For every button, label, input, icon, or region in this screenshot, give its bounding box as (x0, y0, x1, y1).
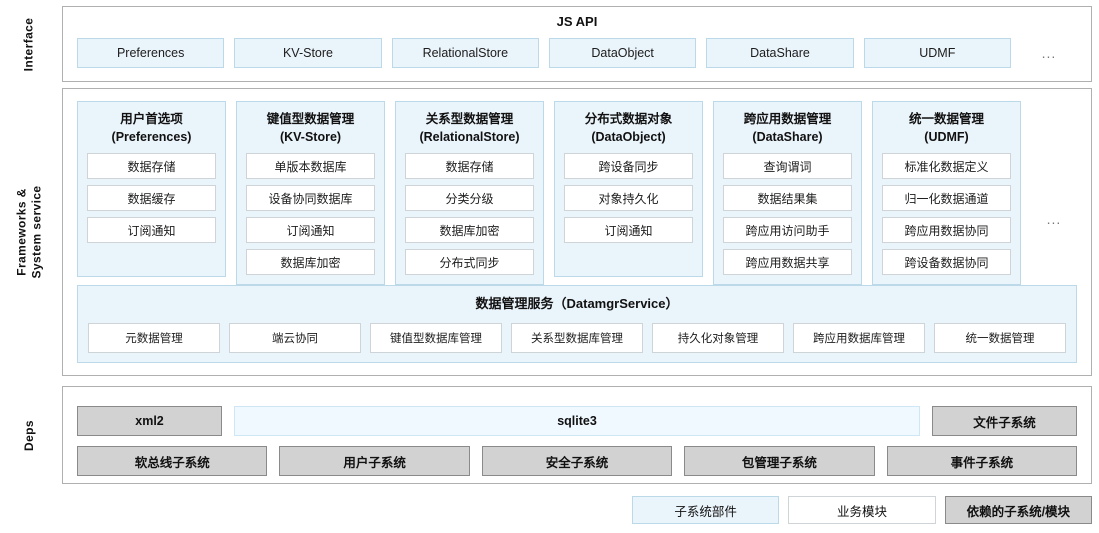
framework-column-title: 统一数据管理 (UDMF) (882, 110, 1011, 146)
framework-column-preferences: 用户首选项 (Preferences) 数据存储数据缓存订阅通知 (77, 101, 226, 277)
framework-column-title: 分布式数据对象 (DataObject) (564, 110, 693, 146)
framework-column-title: 键值型数据管理 (KV-Store) (246, 110, 375, 146)
framework-item[interactable]: 分布式同步 (405, 249, 534, 276)
js-api-udmf[interactable]: UDMF (863, 38, 1011, 68)
framework-column-title-en: (Preferences) (111, 130, 192, 145)
js-api-title: JS API (556, 14, 598, 29)
framework-item[interactable]: 数据库加密 (405, 217, 534, 244)
framework-column-relationalstore: 关系型数据管理 (RelationalStore) 数据存储分类分级数据库加密分布式… (395, 101, 544, 286)
datamgr-service-container: 数据管理服务（DatamgrService） 元数据管理端云协同键值型数据库管理… (77, 285, 1077, 363)
dep-box[interactable]: 安全子系统 (481, 446, 673, 476)
band-label-deps-text: Deps (21, 419, 36, 451)
datamgr-service-item[interactable]: 持久化对象管理 (652, 323, 784, 353)
datamgr-service-item[interactable]: 关系型数据库管理 (511, 323, 643, 353)
js-api-relationalstore[interactable]: RelationalStore (391, 38, 539, 68)
framework-item[interactable]: 归一化数据通道 (882, 185, 1011, 212)
framework-item[interactable]: 订阅通知 (246, 217, 375, 244)
framework-item[interactable]: 单版本数据库 (246, 153, 375, 180)
dep-box[interactable]: 文件子系统 (932, 406, 1077, 436)
framework-column-title-en: (RelationalStore) (419, 130, 520, 145)
framework-item[interactable]: 跨应用数据共享 (723, 249, 852, 276)
datamgr-service-item-list: 元数据管理端云协同键值型数据库管理关系型数据库管理持久化对象管理跨应用数据库管理… (88, 322, 1066, 354)
framework-column-datashare: 跨应用数据管理 (DataShare) 查询谓词数据结果集跨应用访问助手跨应用数据共… (713, 101, 862, 286)
framework-column-title-cn: 统一数据管理 (908, 112, 984, 126)
interface-section: JS API Preferences KV-Store RelationalStor… (62, 6, 1092, 82)
framework-column-title-cn: 用户首选项 (120, 112, 183, 126)
framework-item[interactable]: 数据库加密 (246, 249, 375, 276)
js-api-datashare[interactable]: DataShare (706, 38, 854, 68)
datamgr-service-item[interactable]: 跨应用数据库管理 (793, 323, 925, 353)
dep-box[interactable]: 事件子系统 (886, 446, 1078, 476)
deps-row-2: 软总线子系统用户子系统安全子系统包管理子系统事件子系统 (77, 446, 1078, 476)
framework-column-title: 用户首选项 (Preferences) (87, 110, 216, 146)
band-label-framework: Frameworks &System service (0, 88, 58, 376)
framework-column-dataobject: 分布式数据对象 (DataObject) 跨设备同步对象持久化订阅通知 (554, 101, 703, 277)
framework-column-title: 关系型数据管理 (RelationalStore) (405, 110, 534, 146)
legend-item-dep: 依赖的子系统/模块 (944, 496, 1092, 524)
framework-column-udmf: 统一数据管理 (UDMF) 标准化数据定义归一化数据通道跨应用数据协同跨设备数据协同 (872, 101, 1021, 286)
framework-column-kv-store: 键值型数据管理 (KV-Store) 单版本数据库设备协同数据库订阅通知数据库加密 (236, 101, 385, 286)
deps-section: xml2 sqlite3 文件子系统 软总线子系统用户子系统安全子系统包管理子系统事… (62, 386, 1092, 484)
framework-column-title-cn: 键值型数据管理 (266, 112, 355, 126)
deps-row-1: xml2 sqlite3 文件子系统 (77, 406, 1077, 436)
datamgr-service-title: 数据管理服务（DatamgrService） (475, 296, 679, 311)
dep-box[interactable]: 包管理子系统 (684, 446, 875, 476)
js-api-list: Preferences KV-Store RelationalStore DataOb… (77, 37, 1077, 69)
datamgr-service-item[interactable]: 统一数据管理 (934, 323, 1066, 353)
js-api-preferences[interactable]: Preferences (77, 38, 225, 68)
band-label-framework-text: Frameworks &System service (14, 186, 44, 279)
framework-column-title: 跨应用数据管理 (DataShare) (723, 110, 852, 146)
band-label-interface-text: Interface (21, 17, 36, 71)
datamgr-service-item[interactable]: 端云协同 (229, 323, 361, 353)
band-label-framework-line2: System service (29, 185, 43, 279)
framework-item[interactable]: 标准化数据定义 (882, 153, 1011, 180)
framework-item[interactable]: 查询谓词 (723, 153, 852, 180)
band-label-framework-line1: Frameworks & (14, 188, 28, 276)
framework-item[interactable]: 订阅通知 (87, 217, 216, 244)
framework-item[interactable]: 数据存储 (405, 153, 534, 180)
framework-item[interactable]: 设备协同数据库 (246, 185, 375, 212)
framework-item[interactable]: 订阅通知 (564, 217, 693, 244)
framework-item[interactable]: 跨应用数据协同 (882, 217, 1011, 244)
band-label-interface: Interface (0, 6, 58, 82)
datamgr-service-item[interactable]: 键值型数据库管理 (370, 323, 502, 353)
legend-item-business: 业务模块 (788, 496, 936, 524)
framework-column-list: 用户首选项 (Preferences) 数据存储数据缓存订阅通知 键值型数据管理 (KV… (77, 101, 1077, 286)
dep-box[interactable]: sqlite3 (234, 406, 920, 436)
framework-column-title-en: (DataShare) (752, 130, 823, 145)
dep-box[interactable]: 用户子系统 (279, 446, 470, 476)
framework-ellipsis: ... (1046, 211, 1062, 227)
framework-column-title-en: (DataObject) (591, 130, 666, 145)
framework-column-title-cn: 关系型数据管理 (425, 112, 514, 126)
framework-item[interactable]: 对象持久化 (564, 185, 693, 212)
legend: 子系统部件业务模块依赖的子系统/模块 (632, 495, 1092, 525)
framework-column-title-cn: 分布式数据对象 (584, 112, 673, 126)
framework-item[interactable]: 数据缓存 (87, 185, 216, 212)
framework-item[interactable]: 跨应用访问助手 (723, 217, 852, 244)
js-api-ellipsis: ... (1041, 45, 1057, 61)
datamgr-service-item[interactable]: 元数据管理 (88, 323, 220, 353)
dep-box[interactable]: xml2 (77, 406, 222, 436)
framework-item[interactable]: 跨设备数据协同 (882, 249, 1011, 276)
framework-item[interactable]: 分类分级 (405, 185, 534, 212)
framework-column-title-cn: 跨应用数据管理 (743, 112, 832, 126)
framework-section: 用户首选项 (Preferences) 数据存储数据缓存订阅通知 键值型数据管理 (KV… (62, 88, 1092, 376)
framework-item[interactable]: 数据结果集 (723, 185, 852, 212)
framework-item[interactable]: 数据存储 (87, 153, 216, 180)
framework-column-title-en: (KV-Store) (279, 130, 342, 145)
framework-column-title-en: (UDMF) (924, 130, 969, 145)
legend-item-component: 子系统部件 (632, 496, 780, 524)
framework-item[interactable]: 跨设备同步 (564, 153, 693, 180)
js-api-dataobject[interactable]: DataObject (548, 38, 697, 68)
js-api-kv-store[interactable]: KV-Store (234, 38, 382, 68)
dep-box[interactable]: 软总线子系统 (77, 446, 268, 476)
band-label-deps: Deps (0, 386, 58, 484)
